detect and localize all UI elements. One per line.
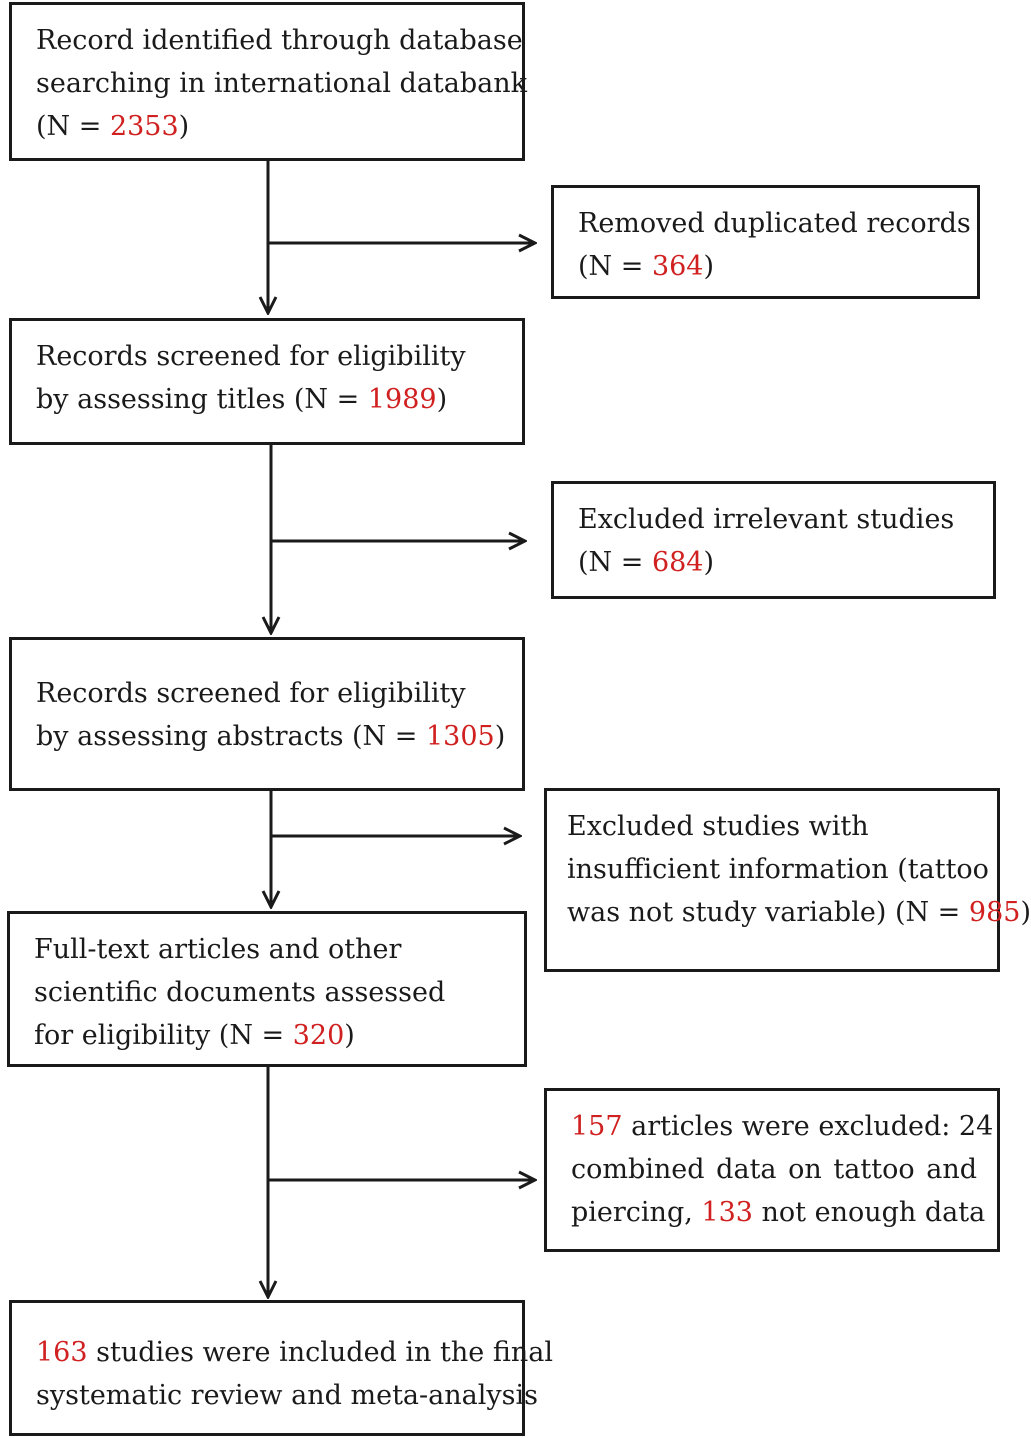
- box-text-line: searching in international databank: [36, 68, 527, 99]
- box-screened-abstracts: Records screened for eligibility by asse…: [9, 637, 525, 791]
- box-text-line: systematic review and meta-analysis: [36, 1380, 538, 1411]
- box-excluded-insufficient: Excluded studies with insufficient infor…: [544, 788, 1031, 972]
- flow-arrows: [0, 160, 1000, 1438]
- box-articles-excluded: 157 articles were excluded: 24 combined …: [544, 1088, 1000, 1252]
- box-text-line: insufficient information (tattoo: [567, 854, 989, 885]
- count-number: 364: [651, 251, 704, 282]
- box-text-line: Removed duplicated records: [578, 208, 971, 239]
- box-text-line: Full-text articles and other: [34, 934, 402, 965]
- box-excluded-irrelevant: Excluded irrelevant studies (N = 684): [551, 481, 996, 599]
- box-text-line: for eligibility (N = 320): [34, 1020, 355, 1051]
- box-text-line: combined data on tattoo and: [571, 1154, 977, 1185]
- box-text-line: by assessing abstracts (N = 1305): [36, 721, 506, 752]
- box-text-line: piercing, 133 not enough data: [571, 1197, 986, 1228]
- box-text-line: Record identified through database: [36, 25, 523, 56]
- box-text-line: 163 studies were included in the final: [36, 1337, 553, 1368]
- box-text-line: was not study variable) (N = 985): [567, 897, 1031, 928]
- box-studies-included: 163 studies were included in the final s…: [9, 1300, 553, 1436]
- box-text-line: scientific documents assessed: [34, 977, 446, 1008]
- box-records-identified: Record identified through database searc…: [9, 2, 527, 161]
- count-number: 985: [968, 897, 1021, 928]
- count-number: 320: [292, 1020, 345, 1051]
- box-text-line: 157 articles were excluded: 24: [571, 1111, 994, 1142]
- box-text-line: Excluded irrelevant studies: [578, 504, 955, 535]
- count-number: 157: [571, 1111, 623, 1142]
- box-text-line: (N = 684): [578, 547, 715, 578]
- count-number: 1989: [367, 384, 437, 415]
- count-number: 133: [701, 1197, 753, 1228]
- box-text-line: Records screened for eligibility: [36, 341, 466, 372]
- count-number: 684: [651, 547, 704, 578]
- count-number: 163: [36, 1337, 88, 1368]
- count-number: 2353: [109, 111, 179, 142]
- box-screened-titles: Records screened for eligibility by asse…: [9, 318, 525, 445]
- count-number: 1305: [425, 721, 495, 752]
- box-text-line: (N = 364): [578, 251, 715, 282]
- box-text-line: (N = 2353): [36, 111, 190, 142]
- box-removed-duplicates: Removed duplicated records (N = 364): [551, 185, 980, 299]
- box-text-line: by assessing titles (N = 1989): [36, 384, 448, 415]
- box-text-line: Records screened for eligibility: [36, 678, 466, 709]
- box-text-line: Excluded studies with: [567, 811, 869, 842]
- box-fulltext-assessed: Full-text articles and other scientific …: [7, 911, 527, 1067]
